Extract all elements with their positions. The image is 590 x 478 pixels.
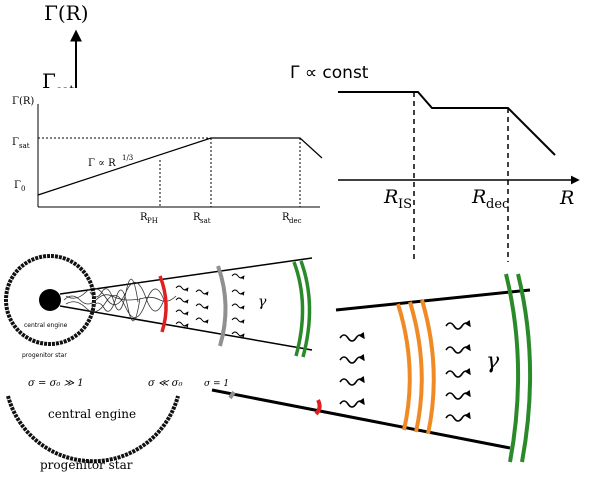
lower-gamma-label: γ xyxy=(486,349,500,374)
right-plot-rdec: R xyxy=(471,186,486,208)
lower-jet-schematic: σ = σ₀ ≫ 1 σ ≪ σ₀ central engine progeni… xyxy=(6,273,533,472)
upper-progenitor-label: progenitor star xyxy=(22,352,67,359)
upper-green-shell-2 xyxy=(299,260,312,358)
right-plot-const-label: Γ ∝ const xyxy=(290,63,369,83)
upper-wavy-arrow xyxy=(175,321,189,328)
upper-jet-edge-top xyxy=(59,257,313,295)
lower-gray-shell xyxy=(228,390,236,400)
lower-green-shell-1 xyxy=(504,273,521,463)
right-plot-ris: R xyxy=(383,186,398,208)
right-lorentz-plot: Γ ∝ const R IS R dec R xyxy=(290,63,580,262)
left-plot-backdrop xyxy=(10,88,325,238)
upper-wavy-arrow xyxy=(231,303,245,310)
left-lorentz-plot: Γ(R) Γ sat Γ 0 Γ ∝ R 1/3 R PH R sat R de… xyxy=(10,88,325,238)
lower-photon-arrows xyxy=(339,319,471,422)
left-plot-slope-label: Γ ∝ R xyxy=(88,158,116,169)
left-plot-gamma-0-sub: 0 xyxy=(21,185,25,193)
lower-wavy-arrow xyxy=(339,331,365,342)
left-plot-ylabel: Γ(R) xyxy=(12,96,34,107)
left-plot-rsat: R xyxy=(193,212,201,223)
right-plot-r-axis-label: R xyxy=(559,187,574,209)
upper-green-shell-1 xyxy=(292,261,305,357)
lower-wavy-arrow xyxy=(445,343,471,354)
upper-wavy-arrow xyxy=(195,303,209,310)
lower-red-shell xyxy=(314,399,322,416)
lower-wavy-arrow xyxy=(445,411,471,422)
lower-jet-edge-bottom xyxy=(211,388,511,450)
upper-jet-schematic: central engine progenitor star γ xyxy=(4,254,313,359)
upper-wavy-arrow xyxy=(231,289,245,296)
lower-wavy-arrow xyxy=(445,319,471,330)
lower-green-shell-2 xyxy=(516,273,533,463)
lower-sigma-one: σ = 1 xyxy=(204,379,229,389)
upper-central-engine-label: central engine xyxy=(24,322,68,329)
lower-orange-shell-2 xyxy=(408,301,424,433)
right-plot-rdec-sub: dec xyxy=(486,197,509,212)
left-plot-gamma-sat-sub: sat xyxy=(19,142,30,150)
left-plot-slope-exp: 1/3 xyxy=(122,154,133,162)
top-plot-gamma-sat: Γ xyxy=(42,69,56,93)
lower-central-engine-label: central engine xyxy=(48,407,136,421)
lower-wavy-arrow xyxy=(445,367,471,378)
left-plot-gamma-sat: Γ xyxy=(12,137,19,148)
upper-wavy-arrow xyxy=(231,331,245,338)
upper-gamma-label: γ xyxy=(258,294,267,310)
upper-wavy-arrow xyxy=(175,297,189,304)
lower-orange-shell-3 xyxy=(420,299,436,435)
upper-wavy-arrow xyxy=(231,317,245,324)
lower-wavy-arrow xyxy=(339,397,365,408)
lower-wavy-arrow xyxy=(445,389,471,400)
upper-wavy-arrow xyxy=(175,309,189,316)
lower-sigma-right: σ ≪ σ₀ xyxy=(148,378,183,389)
lower-wavy-arrow xyxy=(339,375,365,386)
upper-jet-edge-bottom xyxy=(59,305,313,351)
left-plot-curve xyxy=(37,137,323,196)
lower-progenitor-arc xyxy=(6,395,180,464)
left-plot-rph-sub: PH xyxy=(147,217,158,225)
right-plot-ris-sub: IS xyxy=(398,197,412,212)
upper-red-shell xyxy=(158,275,168,333)
upper-gray-shell xyxy=(216,265,228,347)
lower-jet-edge-top xyxy=(335,288,531,312)
left-plot-rdec: R xyxy=(282,212,290,223)
lower-orange-shell-1 xyxy=(396,303,412,431)
upper-wavy-arrow xyxy=(195,289,209,296)
lower-wavy-arrow xyxy=(339,353,365,364)
lower-progenitor-label: progenitor star xyxy=(40,458,133,472)
upper-turbulent-region xyxy=(63,278,177,322)
left-plot-rph: R xyxy=(140,212,148,223)
left-plot-rdec-sub: dec xyxy=(289,217,302,225)
upper-wavy-arrow xyxy=(195,317,209,324)
left-plot-gamma-0: Γ xyxy=(14,180,21,191)
upper-wavy-arrow xyxy=(231,273,245,280)
progenitor-star-ring xyxy=(4,254,96,346)
central-engine-dot xyxy=(39,289,61,311)
lower-sigma-left: σ = σ₀ ≫ 1 xyxy=(28,378,84,389)
upper-wavy-arrow xyxy=(175,285,189,292)
top-plot: Γ(R) Γ sat xyxy=(42,1,89,97)
top-plot-ylabel: Γ(R) xyxy=(44,1,89,25)
right-plot-curve xyxy=(338,91,556,156)
upper-photon-arrows xyxy=(175,273,245,338)
left-plot-rsat-sub: sat xyxy=(200,217,211,225)
